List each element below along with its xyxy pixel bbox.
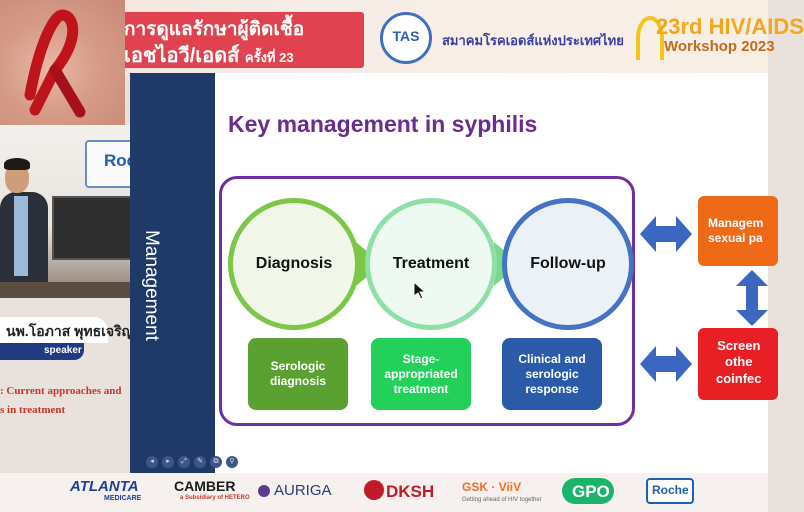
speaker-shirt bbox=[14, 196, 28, 276]
double-arrow-horizontal-icon bbox=[640, 346, 692, 382]
podium bbox=[0, 282, 130, 298]
event-edition: ครั้งที่ 23 bbox=[244, 50, 294, 65]
slide-title: Key management in syphilis bbox=[228, 111, 538, 137]
stage-treatment-text: Stage-appropriated treatment bbox=[384, 351, 458, 396]
speaker-role: speaker bbox=[44, 345, 82, 356]
talk-title-line1: : Current approaches and bbox=[0, 385, 122, 397]
step-treatment-label: Treatment bbox=[392, 255, 470, 272]
sponsor-atlanta-sub: MEDICARE bbox=[104, 495, 142, 502]
pen-icon[interactable]: ✎ bbox=[194, 456, 206, 468]
speaker-role-box bbox=[0, 343, 84, 360]
slide-controls[interactable]: ◂ ▸ ⤢ ✎ ⧉ ⚲ bbox=[146, 456, 238, 468]
management-partner-box bbox=[698, 196, 778, 266]
clinical-response-text: Clinical and serologic response bbox=[518, 351, 586, 396]
fullscreen-icon[interactable]: ⤢ bbox=[178, 456, 190, 468]
sponsor-gsk-viiv-tagline: Getting ahead of HIV together bbox=[462, 497, 542, 503]
sponsor-roche-logo: Roche bbox=[652, 483, 689, 497]
sponsor-gsk-viiv-logo: GSK · ViiV bbox=[462, 480, 522, 494]
tas-logo bbox=[380, 12, 432, 64]
step-treatment: Treatment bbox=[365, 198, 497, 330]
workshop-year: Workshop 2023 bbox=[664, 38, 775, 55]
management-line1: Managem bbox=[708, 216, 764, 230]
sponsor-camber-logo: CAMBER bbox=[174, 478, 236, 494]
screening-line2: othe bbox=[725, 354, 753, 370]
double-arrow-vertical-icon bbox=[736, 270, 768, 326]
yellow-ribbon-icon bbox=[636, 16, 664, 60]
sponsor-dksh-logo: DKSH bbox=[386, 482, 435, 501]
event-title-main: เอชไอวี/เอดส์ bbox=[124, 45, 240, 67]
speaker-name-bar bbox=[0, 317, 108, 343]
stage-treatment-box: Stage-appropriated treatment bbox=[371, 338, 471, 410]
event-title-box bbox=[116, 12, 364, 68]
speaker-hair bbox=[4, 158, 30, 170]
society-name: สมาคมโรคเอดส์แห่งประเทศไทย bbox=[442, 33, 624, 48]
clinical-response-box: Clinical and serologic response bbox=[502, 338, 602, 410]
slides-icon[interactable]: ⧉ bbox=[210, 456, 222, 468]
sponsor-auriga-logo: AURIGA bbox=[274, 482, 332, 499]
slide-sidebar-label: Management bbox=[141, 230, 162, 341]
sponsor-strip bbox=[0, 473, 768, 512]
event-title-line1: การดูแลรักษาผู้ติดเชื้อ bbox=[124, 19, 305, 40]
screening-line3: coinfec bbox=[716, 370, 762, 386]
step-followup-label: Follow-up bbox=[530, 255, 606, 272]
gpo-logo-badge bbox=[562, 478, 614, 504]
step-diagnosis-label: Diagnosis bbox=[255, 255, 333, 272]
sponsor-atlanta-logo: ATLANTA bbox=[70, 478, 139, 495]
dksh-logo-icon bbox=[364, 480, 384, 500]
mouse-cursor-icon bbox=[413, 280, 427, 300]
podium-monitor bbox=[52, 196, 134, 260]
event-title-line2: เอชไอวี/เอดส์ ครั้งที่ 23 bbox=[124, 39, 294, 71]
slide-sidebar bbox=[130, 73, 215, 473]
step-diagnosis: Diagnosis bbox=[228, 198, 360, 330]
double-arrow-horizontal-icon bbox=[640, 216, 692, 252]
workshop-title: 23rd HIV/AIDS bbox=[656, 14, 804, 39]
red-ribbon-icon bbox=[24, 9, 86, 118]
screening-line1: Screen bbox=[717, 338, 761, 353]
speaker-name: นพ.โอภาส พุทธเจริญ bbox=[6, 323, 134, 339]
step-followup: Follow-up bbox=[502, 198, 634, 330]
sponsor-camber-sub: a Subsidiary of HETERO bbox=[180, 495, 250, 501]
sponsor-gpo-logo: GPO bbox=[572, 482, 610, 501]
red-ribbon-photo bbox=[0, 0, 125, 125]
serologic-diagnosis-text: Serologic diagnosis bbox=[269, 359, 326, 388]
management-line2: sexual pa bbox=[708, 231, 763, 245]
roche-logo-badge bbox=[646, 478, 694, 504]
auriga-logo-icon bbox=[258, 485, 270, 497]
serologic-diagnosis-box: Serologic diagnosis bbox=[248, 338, 348, 410]
tas-logo-text: TAS bbox=[392, 28, 420, 44]
zoom-icon[interactable]: ⚲ bbox=[226, 456, 238, 468]
screening-box bbox=[698, 328, 778, 400]
previous-slide-icon[interactable]: ◂ bbox=[146, 456, 158, 468]
process-frame bbox=[219, 176, 635, 426]
background-roche-sign-text: Roc bbox=[104, 151, 137, 170]
next-slide-icon[interactable]: ▸ bbox=[162, 456, 174, 468]
talk-title-line2: s in treatment bbox=[0, 404, 66, 416]
